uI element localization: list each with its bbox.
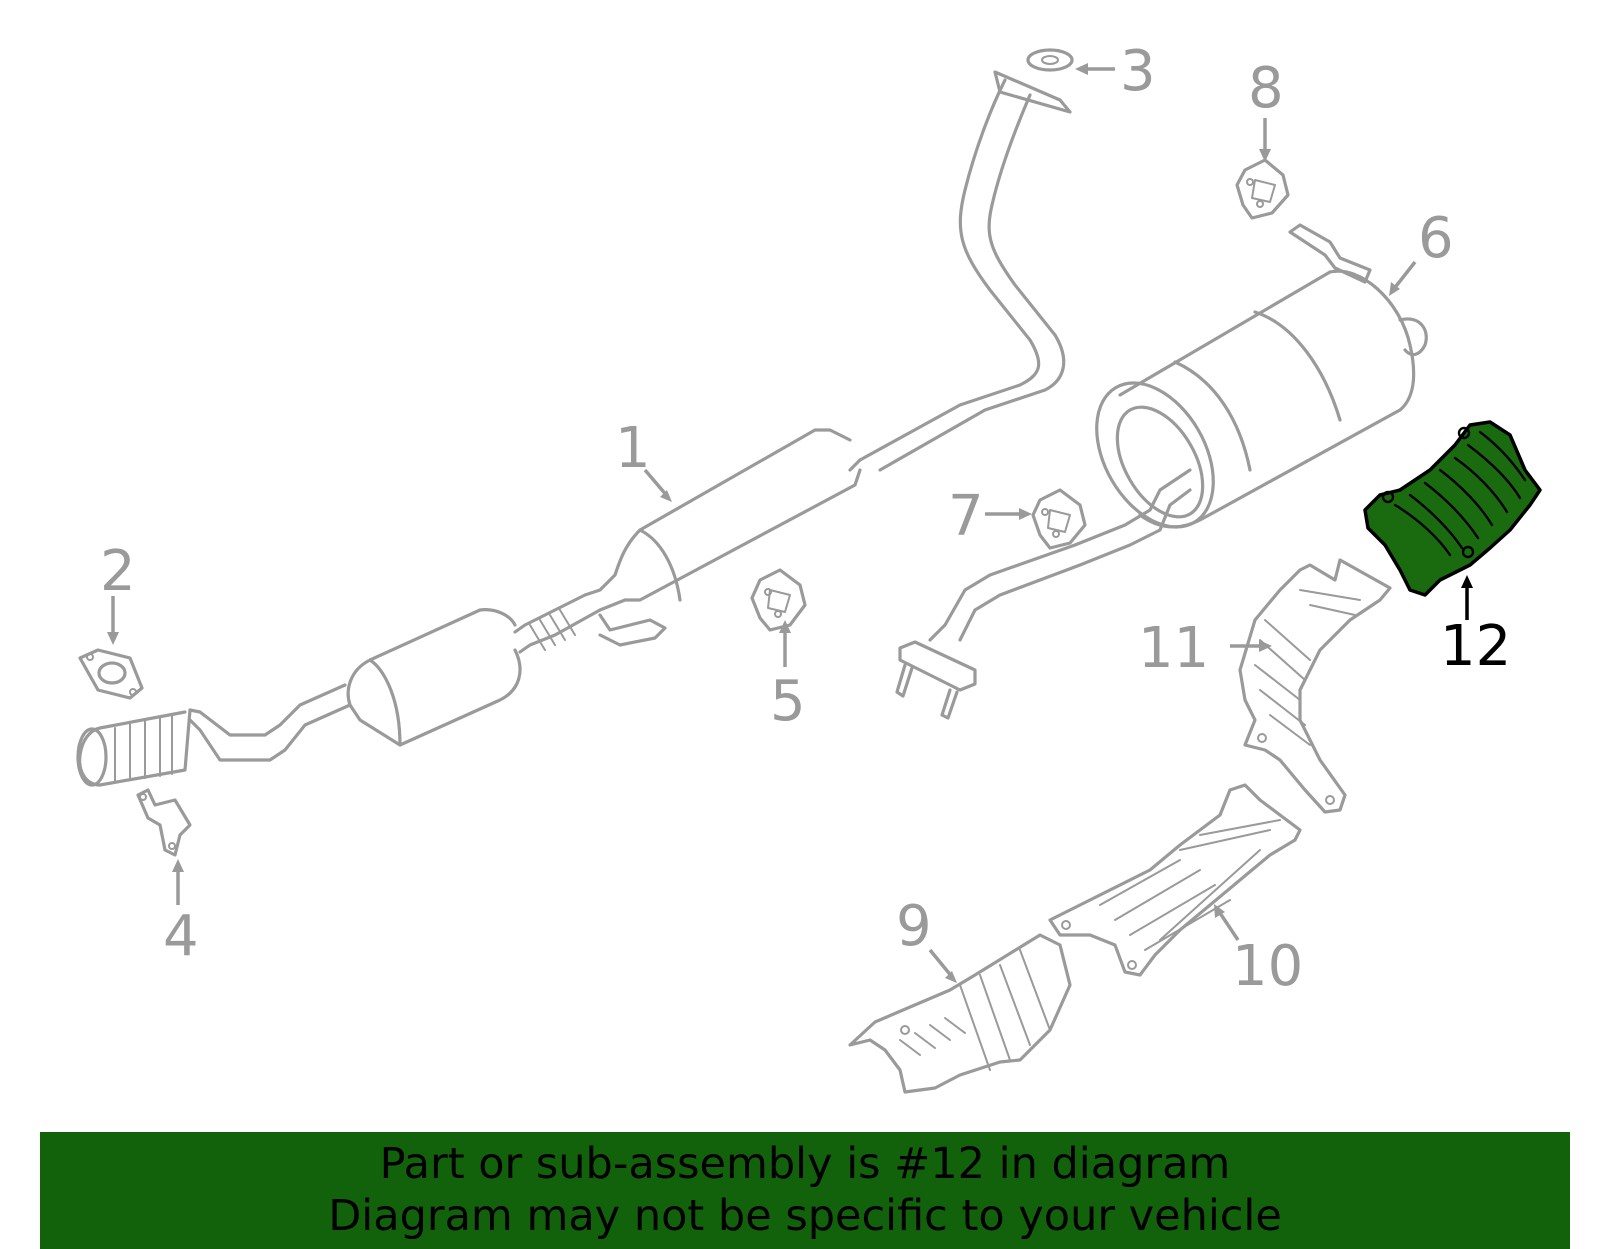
part-4-bracket[interactable] — [136, 788, 192, 857]
callout-4: 4 — [163, 904, 199, 969]
part-7-hanger-insulator[interactable] — [1031, 488, 1087, 550]
leader-6 — [1389, 260, 1417, 296]
info-banner: Part or sub-assembly is #12 in diagram D… — [40, 1132, 1570, 1249]
leader-11 — [1230, 640, 1272, 652]
leader-5 — [779, 620, 791, 667]
leader-12 — [1461, 575, 1473, 620]
leader-1 — [643, 468, 672, 502]
callout-6: 6 — [1418, 206, 1454, 271]
callout-12: 12 — [1440, 614, 1511, 679]
part-12-heat-shield-highlighted[interactable] — [1363, 420, 1542, 597]
banner-line-part-number: Part or sub-assembly is #12 in diagram — [379, 1139, 1231, 1189]
leader-2 — [107, 596, 119, 645]
leader-8 — [1259, 118, 1271, 162]
part-3-gasket-ring[interactable] — [1026, 48, 1074, 72]
part-1-front-exhaust-pipe[interactable] — [76, 70, 1072, 787]
leader-10 — [1214, 904, 1240, 941]
leader-lines — [107, 63, 1473, 983]
callout-8: 8 — [1248, 56, 1284, 121]
callout-1: 1 — [615, 416, 651, 481]
part-11-heat-shield[interactable] — [1238, 558, 1392, 814]
banner-line-disclaimer: Diagram may not be specific to your vehi… — [328, 1191, 1282, 1241]
part-6-muffler[interactable] — [895, 223, 1428, 720]
callout-9: 9 — [896, 894, 932, 959]
callout-2: 2 — [100, 539, 136, 604]
part-10-heat-shield[interactable] — [1048, 783, 1302, 977]
callout-labels: 1 2 3 4 5 6 7 8 9 10 11 12 — [100, 39, 1511, 999]
callout-11: 11 — [1138, 616, 1209, 681]
leader-4 — [172, 859, 184, 905]
leader-3 — [1075, 63, 1115, 75]
part-8-hanger-insulator[interactable] — [1235, 158, 1290, 220]
callout-10: 10 — [1232, 934, 1303, 999]
part-5-hanger-insulator[interactable] — [750, 568, 807, 632]
callout-3: 3 — [1120, 39, 1156, 104]
callout-5: 5 — [770, 669, 806, 734]
part-2-gasket[interactable] — [78, 648, 144, 700]
leader-9 — [928, 948, 957, 983]
part-9-heat-shield[interactable] — [848, 933, 1072, 1094]
leader-7 — [985, 508, 1032, 520]
callout-7: 7 — [948, 484, 984, 549]
